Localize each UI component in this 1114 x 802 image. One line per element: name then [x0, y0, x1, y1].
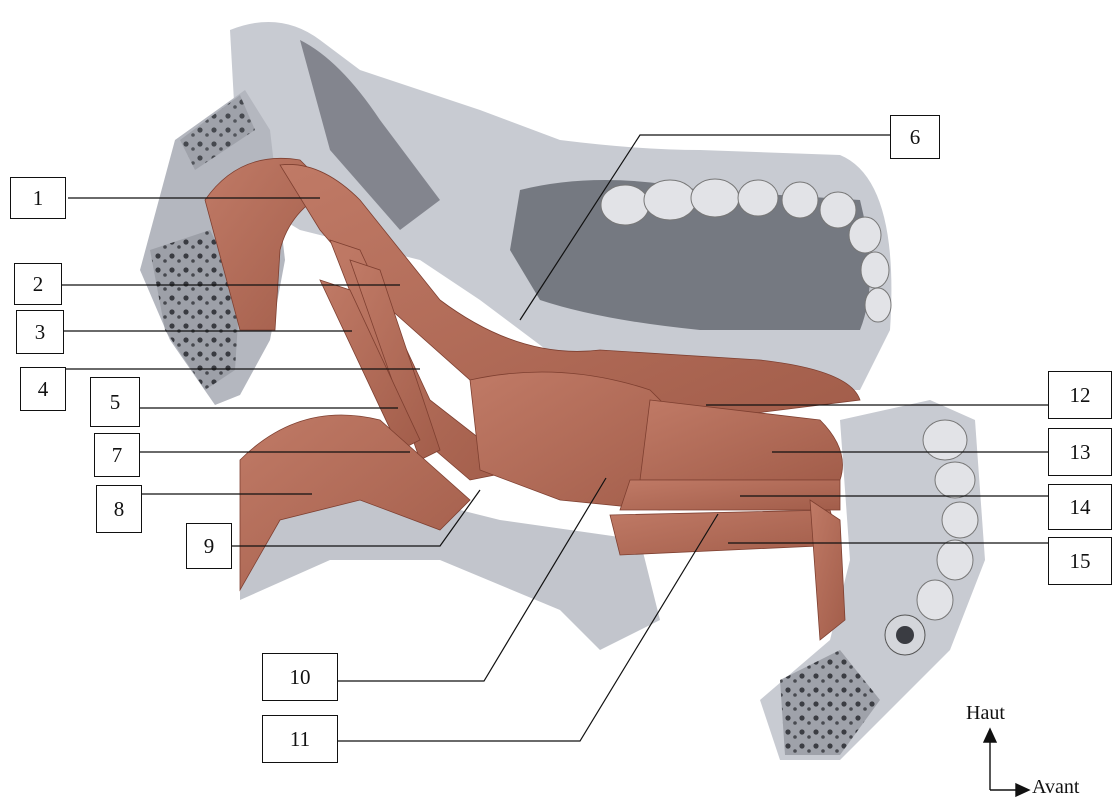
- label-11: 11: [262, 715, 338, 763]
- label-4: 4: [20, 367, 66, 411]
- label-5: 5: [90, 377, 140, 427]
- orientation-arrows: [984, 729, 1029, 796]
- label-6: 6: [890, 115, 940, 159]
- label-3: 3: [16, 310, 64, 354]
- label-9: 9: [186, 523, 232, 569]
- label-12: 12: [1048, 371, 1112, 419]
- orientation-up-label: Haut: [966, 702, 1005, 725]
- label-7: 7: [94, 433, 140, 477]
- label-1: 1: [10, 177, 66, 219]
- muscle-geniohyoid: [610, 510, 840, 555]
- muscle-genioglossus-upper: [640, 400, 843, 480]
- label-2: 2: [14, 263, 62, 305]
- orientation-forward-label: Avant: [1032, 776, 1079, 799]
- label-8: 8: [96, 485, 142, 533]
- label-13: 13: [1048, 428, 1112, 476]
- muscle-anterior-strand: [810, 500, 845, 640]
- muscle-genioglossus-mid: [620, 480, 840, 510]
- label-14: 14: [1048, 484, 1112, 530]
- label-10: 10: [262, 653, 338, 701]
- label-15: 15: [1048, 537, 1112, 585]
